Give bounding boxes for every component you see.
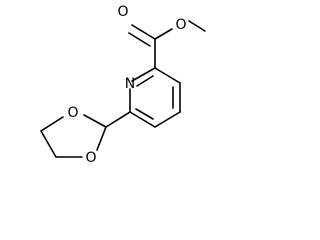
- atom-label-carbonyl-oxygen: O: [117, 4, 128, 20]
- atom-label-dioxolane-oxygen-bottom: O: [85, 150, 96, 166]
- bond-c2-c3: [154, 67, 181, 84]
- bond-n-c2: [131, 67, 156, 82]
- bond-c2-n-double: [136, 75, 154, 87]
- bond-o-methyl: [188, 20, 206, 32]
- bond-ch2-ch2: [40, 130, 57, 158]
- bond-c5-c6: [129, 111, 156, 128]
- chemical-structure: O O N O O: [40, 4, 206, 166]
- bond-c5-c6-double: [135, 108, 154, 120]
- bond-carbonyl-o-ether: [154, 28, 173, 40]
- atom-label-dioxolane-oxygen-top: O: [67, 105, 78, 121]
- bond-carbonyl-o-double-b: [128, 32, 151, 47]
- bond-carbonyl-o-double-a: [131, 24, 156, 40]
- bond-o-top-ch2: [40, 116, 64, 132]
- bond-acetal-o-top: [83, 114, 107, 128]
- bond-group: [40, 20, 206, 158]
- atom-label-ester-oxygen: O: [175, 17, 186, 33]
- bond-c4-c5: [154, 111, 181, 128]
- bond-c6-acetal: [105, 111, 131, 128]
- atom-label-pyridine-nitrogen: N: [125, 76, 135, 92]
- atom-label-group: O O N O O: [67, 4, 186, 166]
- bond-o-bottom-acetal: [96, 126, 107, 151]
